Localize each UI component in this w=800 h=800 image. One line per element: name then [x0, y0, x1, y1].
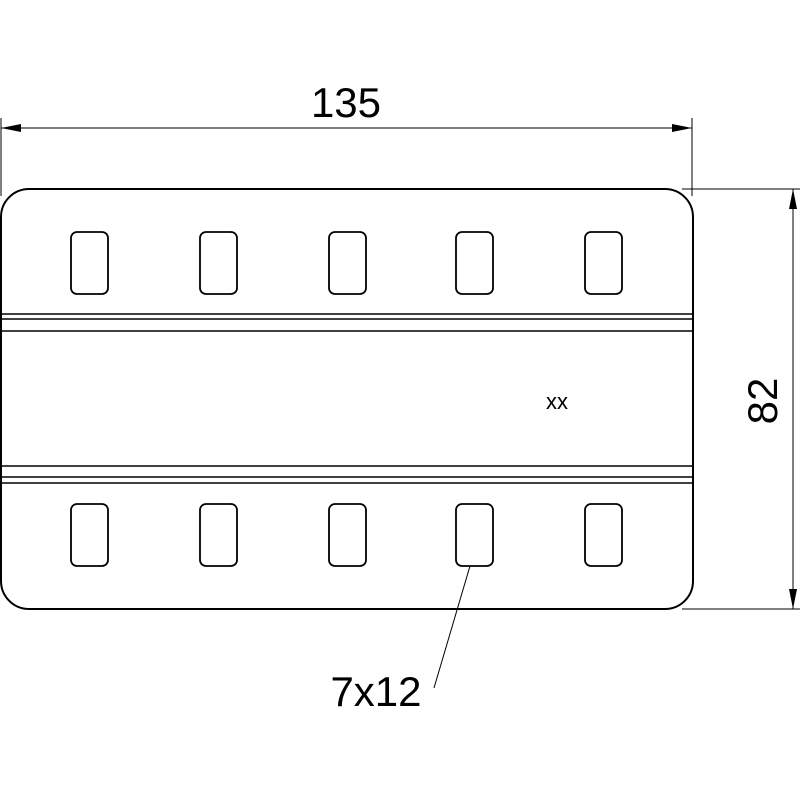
slot — [70, 503, 109, 567]
lower-slot-row — [70, 503, 623, 567]
slot — [70, 231, 109, 295]
callout-leader-line — [433, 565, 471, 689]
height-dimension: 82 — [682, 188, 800, 610]
width-arrow-right — [672, 124, 692, 132]
width-dimension: 135 — [0, 79, 693, 196]
lower-rib — [1, 465, 693, 484]
slot — [199, 231, 238, 295]
part-marking: xx — [546, 389, 568, 414]
height-dimension-label: 82 — [739, 378, 786, 425]
slot — [199, 503, 238, 567]
slot — [584, 231, 623, 295]
slot — [584, 503, 623, 567]
slot-callout: 7x12 — [330, 565, 471, 715]
slot-size-label: 7x12 — [330, 668, 421, 715]
height-arrow-bottom — [789, 589, 797, 609]
slot — [455, 503, 494, 567]
width-dimension-label: 135 — [311, 79, 381, 126]
connector-plate-outline — [0, 188, 694, 610]
slot — [328, 231, 367, 295]
upper-rib — [1, 313, 693, 332]
width-arrow-left — [1, 124, 21, 132]
height-arrow-top — [789, 189, 797, 209]
slot — [455, 231, 494, 295]
slot — [328, 503, 367, 567]
upper-slot-row — [70, 231, 623, 295]
